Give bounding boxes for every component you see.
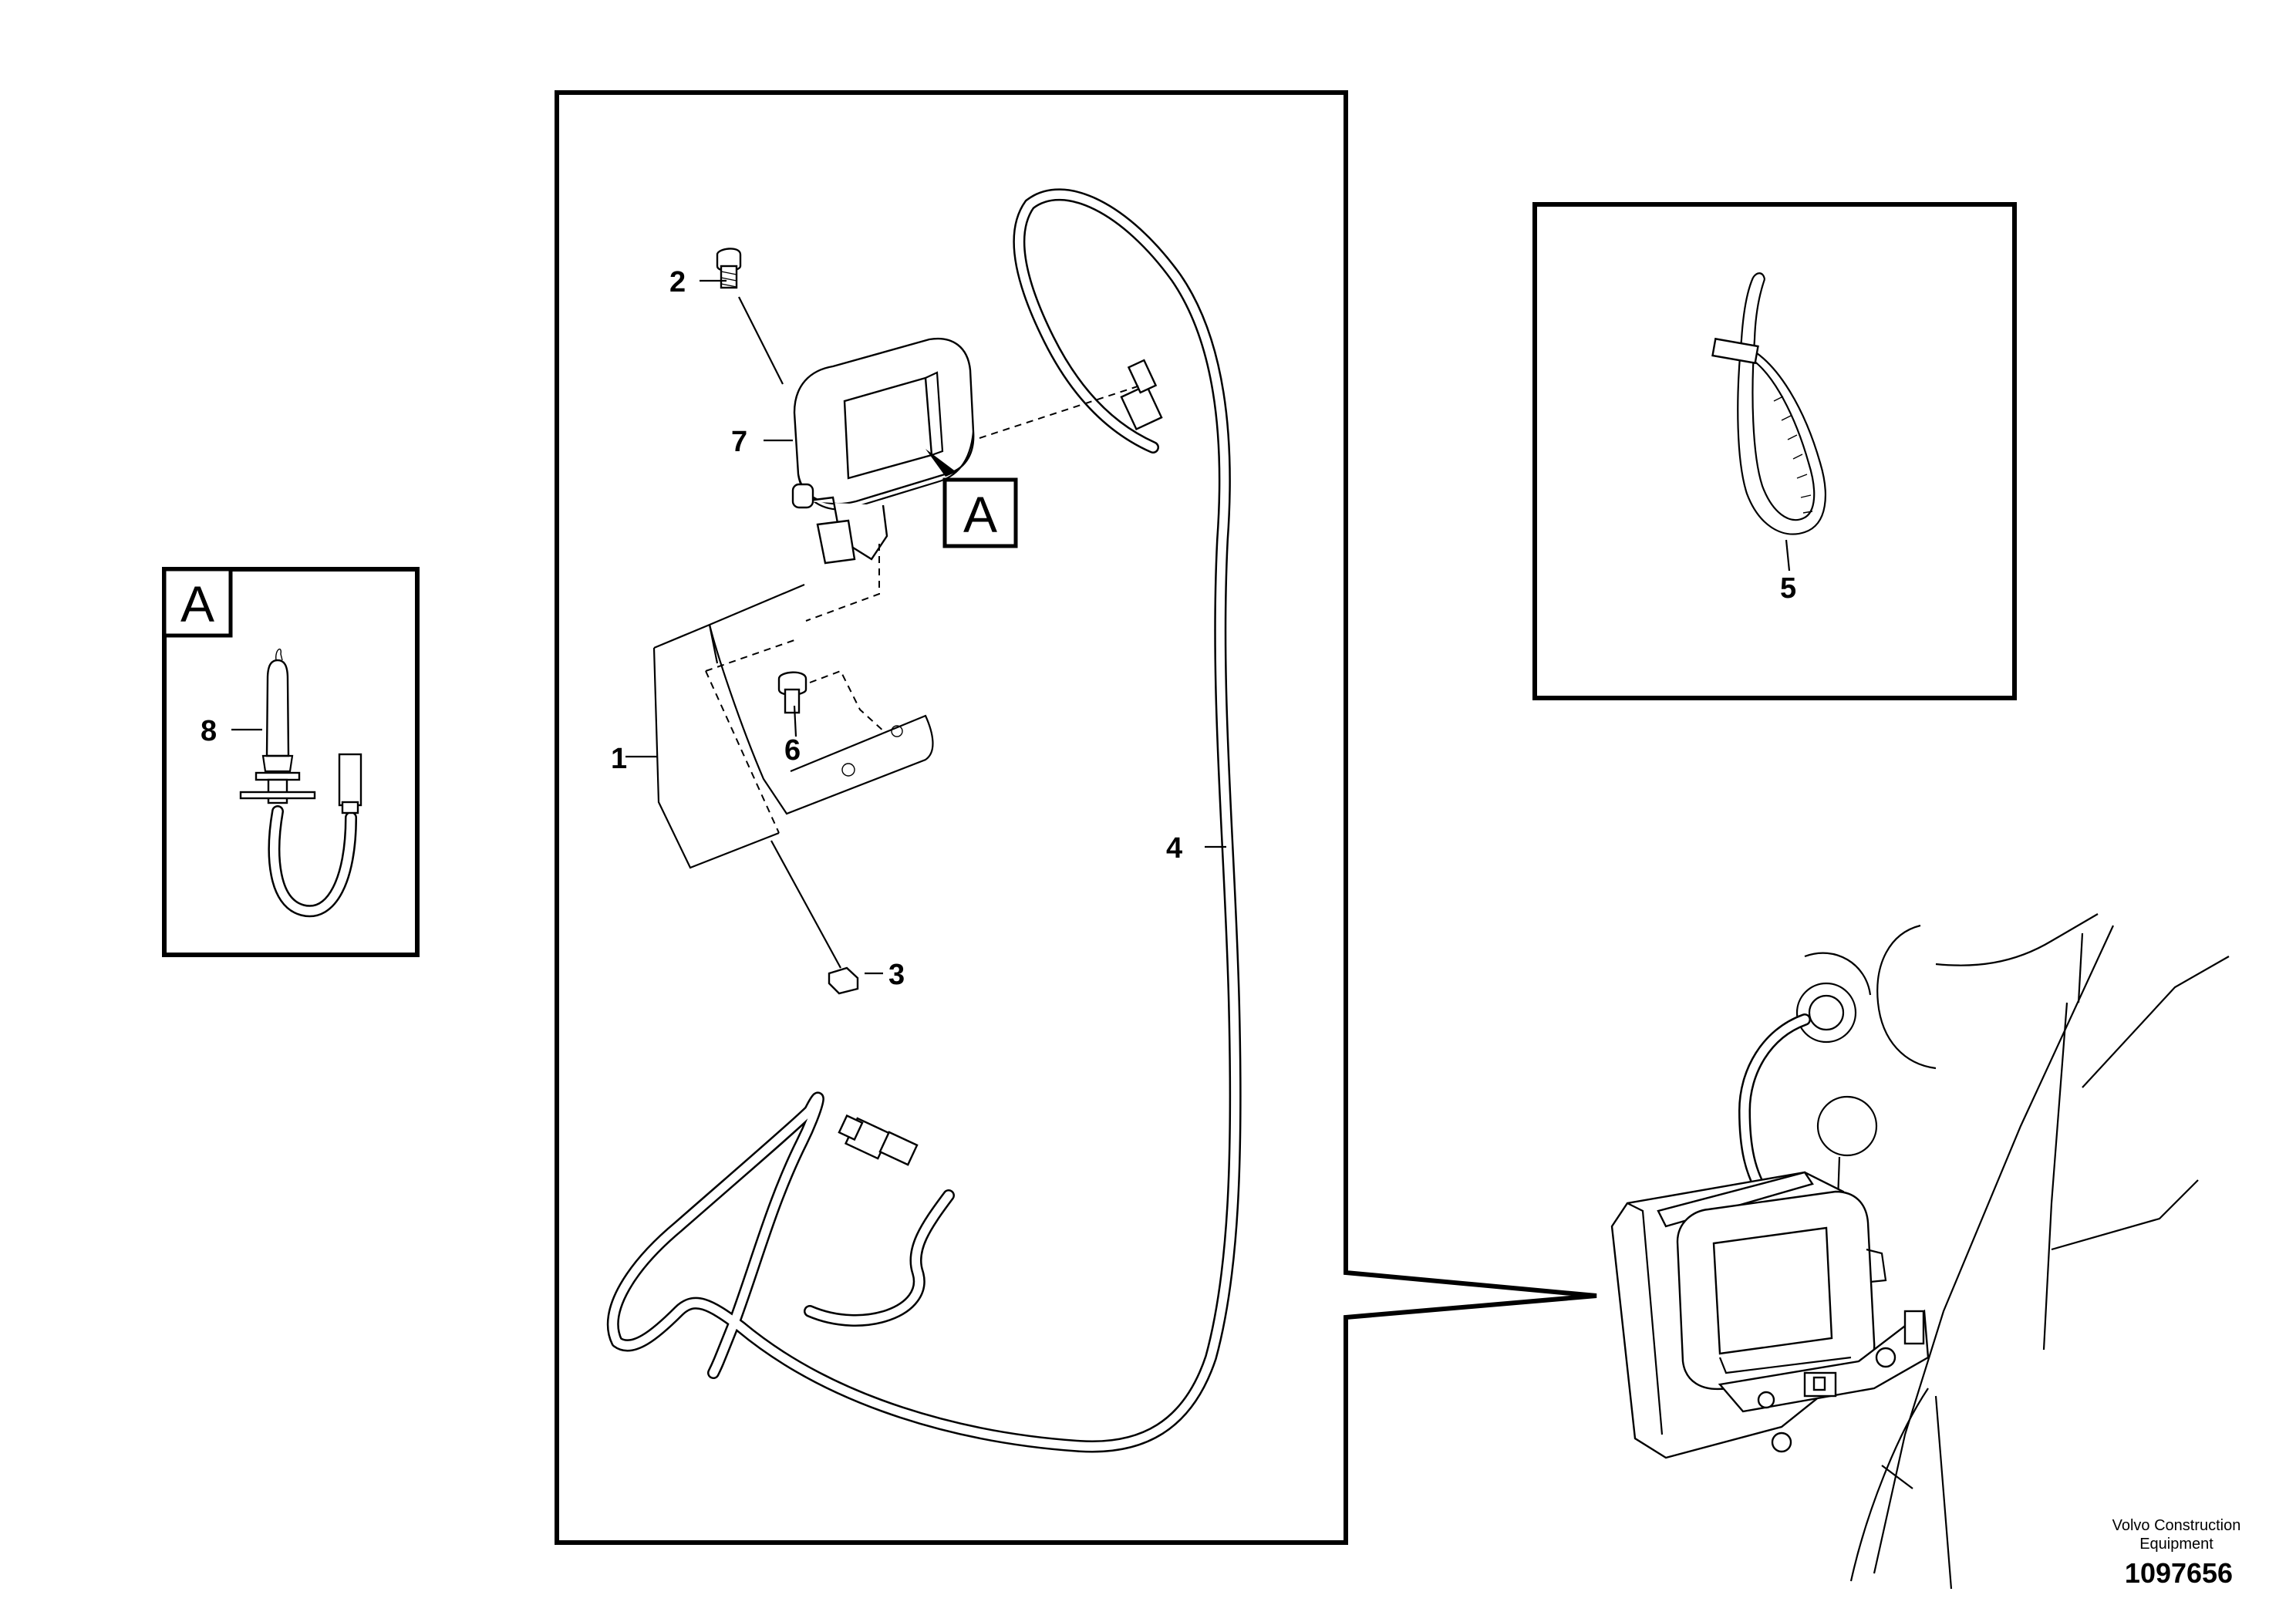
detail-box-letter: A <box>180 575 214 632</box>
callout-3: 3 <box>888 959 905 991</box>
cable-tie-detail-box <box>1532 202 2017 700</box>
brand-line-1: Volvo Construction <box>2112 1517 2241 1534</box>
cable-tie <box>1711 272 1826 535</box>
lamp-to-bracket-dash <box>805 544 880 622</box>
mounting-bracket <box>652 583 934 869</box>
cable-harness <box>606 188 1242 1453</box>
lamp-to-connector-dash <box>979 385 1141 439</box>
callout-1: 1 <box>611 743 627 775</box>
cable-connector-bottom <box>838 1114 919 1166</box>
callout-6: 6 <box>784 734 801 767</box>
callout-4: 4 <box>1166 832 1182 865</box>
callout-leaders <box>231 279 1791 975</box>
screw-6 <box>777 669 886 733</box>
screw-2 <box>716 248 784 385</box>
detail-marker-a: A <box>925 449 1018 548</box>
brand-line-2: Equipment <box>2139 1536 2213 1553</box>
detail-box-a: A <box>162 567 420 957</box>
callout-2: 2 <box>669 266 686 298</box>
callout-5: 5 <box>1780 572 1796 605</box>
callout-8: 8 <box>201 715 217 747</box>
detail-marker-letter: A <box>963 486 997 543</box>
main-assembly-frame <box>555 90 1597 1545</box>
halogen-bulb <box>239 648 362 918</box>
nut-3 <box>770 840 859 995</box>
callout-7: 7 <box>731 426 747 458</box>
callout-labels: 1 2 3 4 5 6 7 8 <box>201 266 1796 991</box>
lamp-housing <box>791 337 975 565</box>
cable-connector-top <box>1120 359 1163 431</box>
installed-location-view <box>1610 913 2230 1590</box>
document-number: 1097656 <box>2125 1557 2233 1589</box>
brand-block: Volvo Construction Equipment 1097656 <box>2112 1517 2241 1589</box>
